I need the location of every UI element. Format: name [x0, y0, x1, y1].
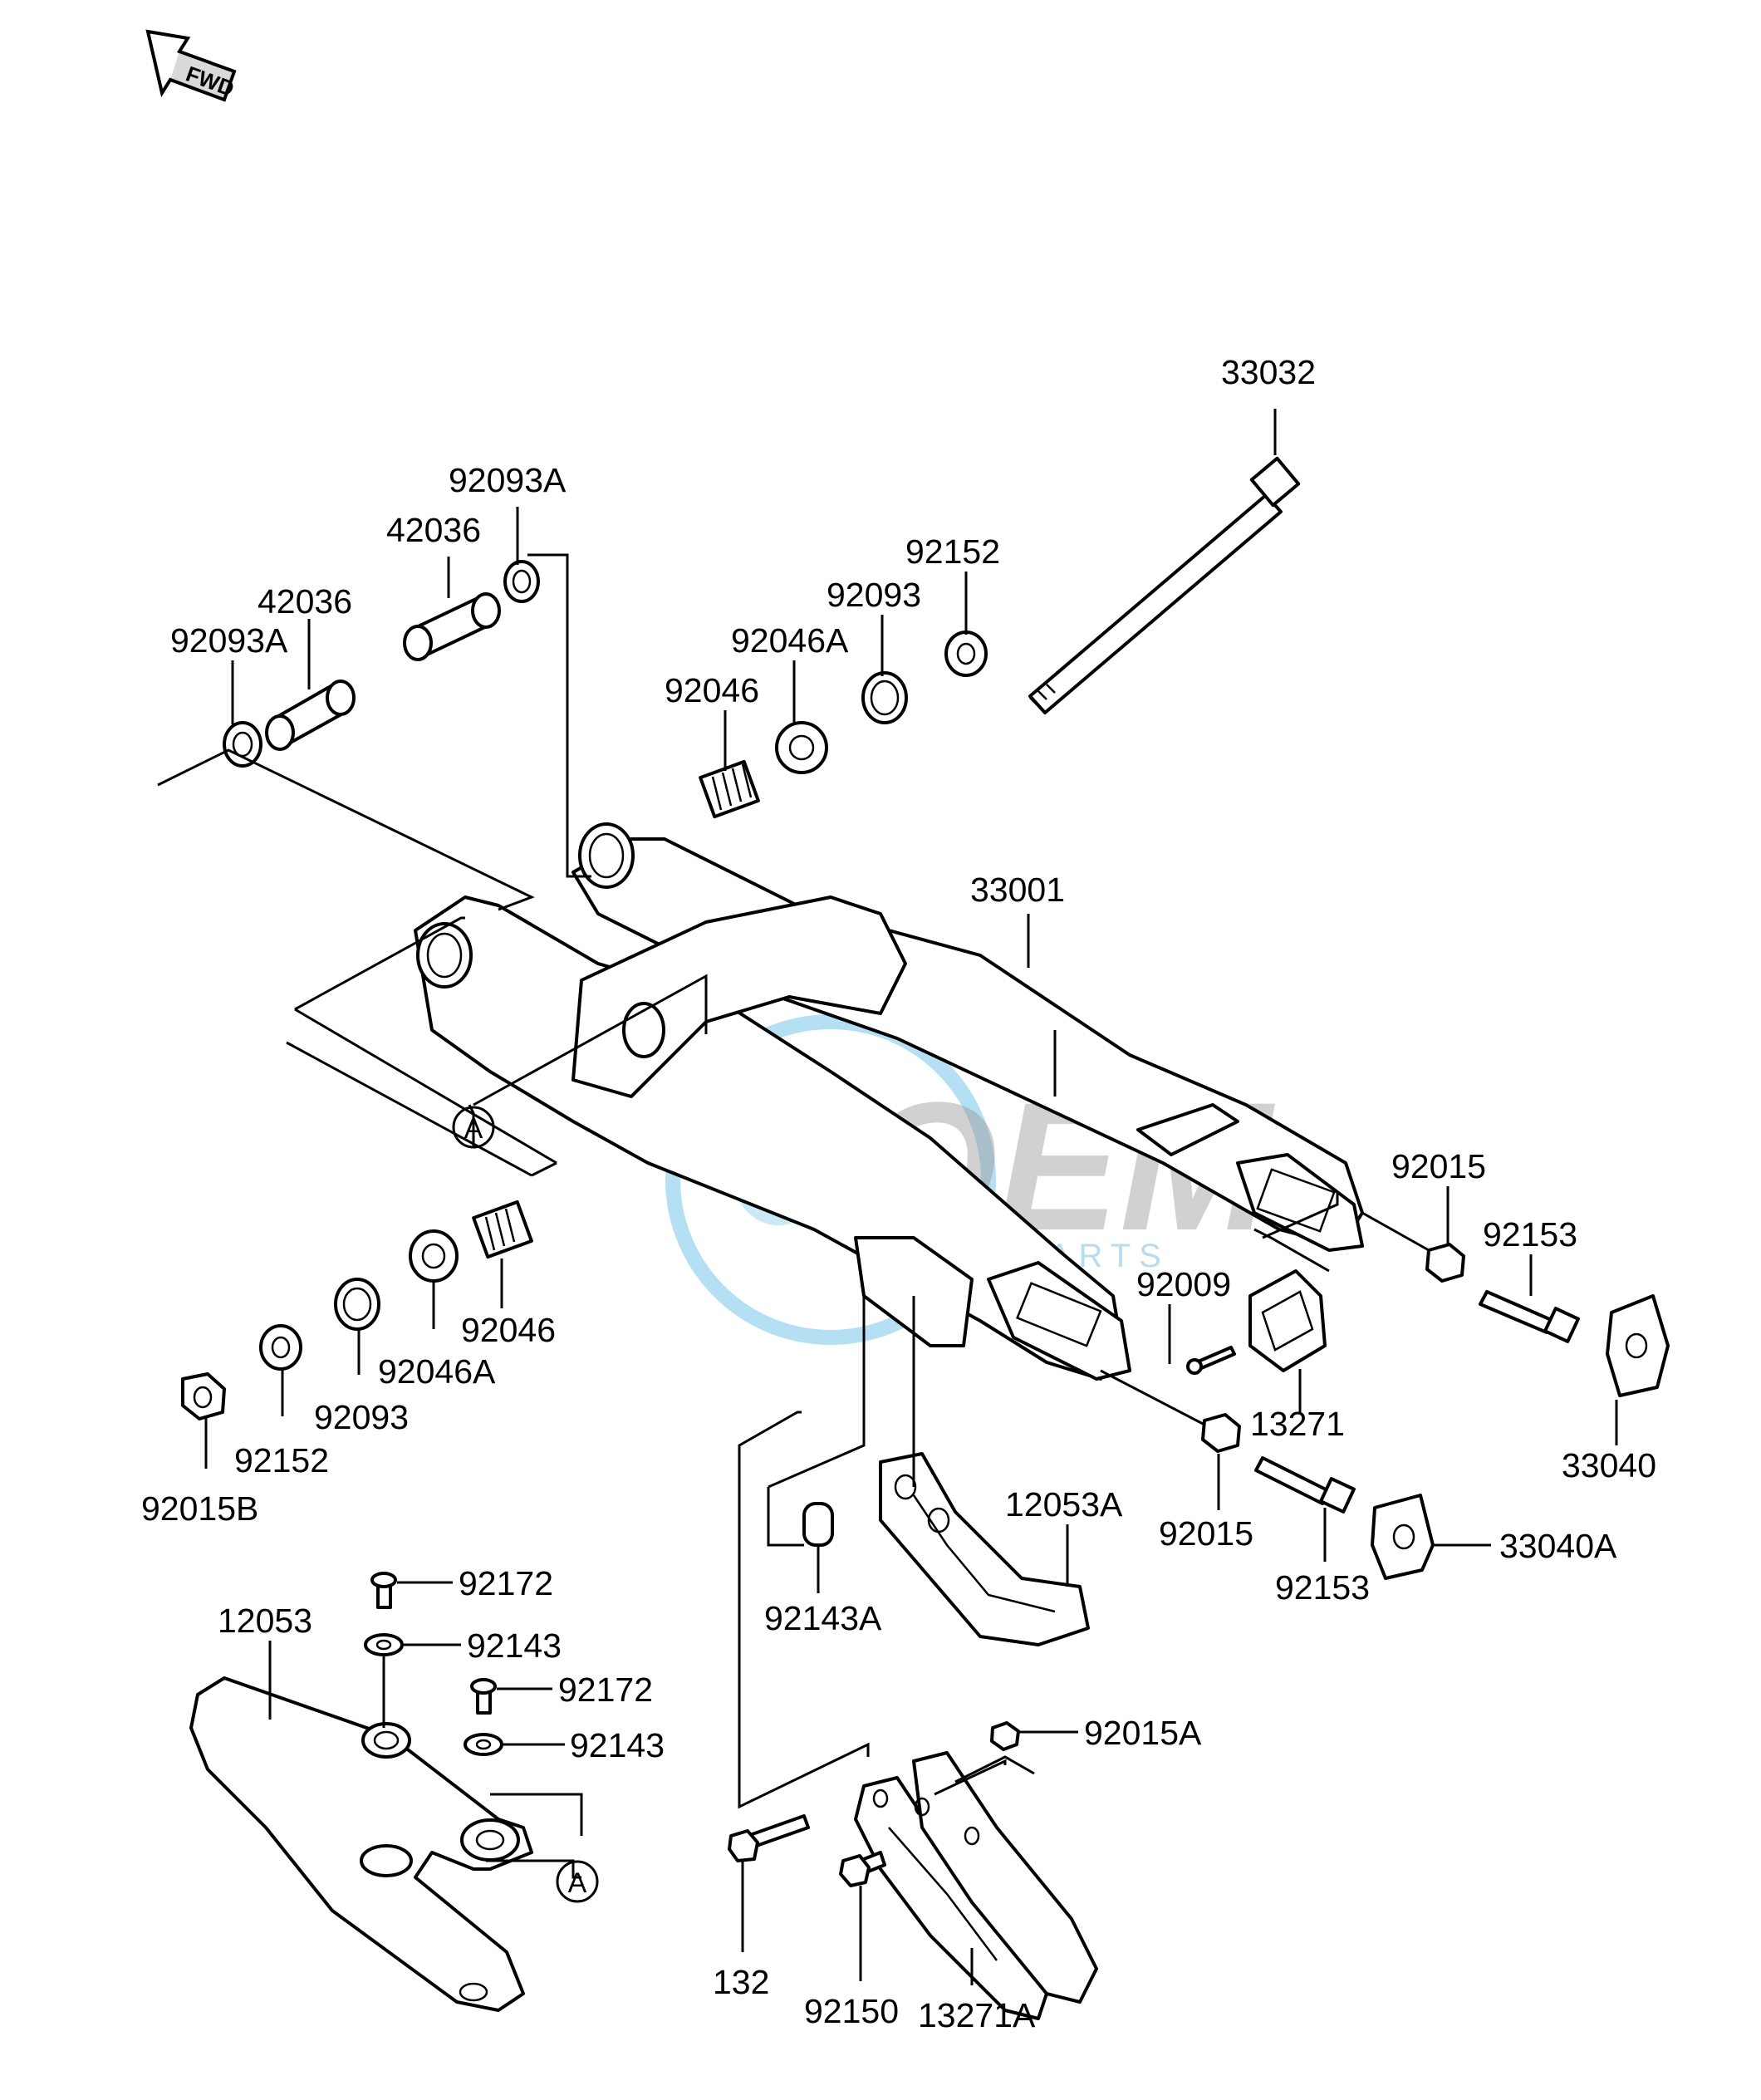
label-92015B: 92015B — [141, 1489, 258, 1528]
washer-92143-b — [464, 1733, 503, 1756]
label-33032: 33032 — [1221, 353, 1316, 391]
chain-guide-13271A — [728, 1721, 1098, 2020]
label-12053A: 12053A — [1005, 1485, 1123, 1523]
nut-92015-right — [1425, 1243, 1465, 1283]
block-33040 — [1606, 1294, 1670, 1397]
chain-guide-12053A — [802, 1452, 1090, 1646]
label-92172-a: 92172 — [459, 1564, 553, 1602]
label-42036-left: 42036 — [258, 582, 352, 621]
bolt-92153-right — [1479, 1290, 1555, 1334]
label-92152-mid: 92152 — [234, 1441, 329, 1479]
label-92093A-left: 92093A — [170, 621, 288, 660]
label-92015-low: 92015 — [1159, 1514, 1253, 1553]
callout-a-lower-letter: A — [568, 1867, 587, 1899]
bearing-92046-mid — [472, 1200, 533, 1259]
label-132: 132 — [713, 1963, 769, 2001]
label-92150: 92150 — [804, 1992, 899, 2030]
label-92093A-top: 92093A — [449, 461, 567, 499]
label-33040A: 33040A — [1499, 1527, 1617, 1565]
adjuster-hardware — [1186, 1243, 1670, 1580]
label-92143A: 92143A — [764, 1599, 882, 1637]
label-92093-top: 92093 — [827, 576, 921, 614]
nut-92015B — [181, 1372, 226, 1420]
label-13271A: 13271A — [918, 1996, 1036, 2034]
forward-arrow-icon: FWD — [145, 29, 238, 102]
pivot-parts-lower — [181, 1200, 533, 1420]
label-92152-top: 92152 — [905, 532, 1000, 571]
pivot-parts-upper — [223, 560, 988, 819]
nut-92015-low — [1201, 1413, 1241, 1453]
seal-92093A-left — [223, 721, 262, 768]
label-13271: 13271 — [1250, 1405, 1345, 1443]
chain-slider-12053 — [189, 1572, 533, 2012]
label-92046-top: 92046 — [665, 671, 759, 709]
label-33040: 33040 — [1562, 1446, 1656, 1484]
callout-a-upper-letter: A — [464, 1113, 483, 1145]
label-92046A-mid: 92046A — [378, 1352, 496, 1391]
label-12053: 12053 — [218, 1602, 312, 1640]
callout-a-lower: A — [556, 1860, 599, 1903]
collar-92143A — [802, 1502, 834, 1547]
label-92143-a: 92143 — [467, 1627, 562, 1665]
label-92172-b: 92172 — [558, 1671, 653, 1709]
label-92153-low: 92153 — [1275, 1568, 1370, 1607]
label-92046A-top: 92046A — [731, 621, 849, 660]
callout-a-upper: A — [452, 1106, 495, 1149]
label-92015A: 92015A — [1084, 1714, 1202, 1752]
watermark-globe-icon — [665, 1014, 996, 1345]
label-leaders — [204, 409, 1618, 1985]
collar-92152-mid — [259, 1324, 302, 1371]
label-33001: 33001 — [970, 871, 1065, 909]
part-labels: 33032 92093A 42036 42036 92093A 92152 92… — [141, 353, 1656, 2034]
plate-13271 — [1248, 1269, 1327, 1372]
label-92009: 92009 — [1136, 1265, 1231, 1303]
seal-92093-top — [861, 671, 908, 724]
seal-92046A-top — [775, 721, 828, 774]
bearing-92046-top — [699, 759, 760, 819]
label-92153-right: 92153 — [1483, 1215, 1577, 1254]
label-42036-top: 42036 — [386, 511, 481, 549]
nut-92015A — [990, 1721, 1020, 1751]
seal-92093A-top — [503, 560, 540, 603]
swingarm-33001 — [414, 822, 1364, 1381]
washer-92143-a — [364, 1633, 404, 1656]
label-92046-mid: 92046 — [461, 1311, 556, 1349]
block-33040A — [1371, 1494, 1435, 1580]
seal-92046A-mid — [409, 1229, 459, 1283]
seal-92093-mid — [334, 1278, 380, 1331]
collar-92152-top — [944, 630, 988, 677]
bolt-92153-low — [1254, 1456, 1331, 1505]
axle-33032 — [1028, 456, 1301, 714]
label-92093-mid: 92093 — [314, 1398, 409, 1436]
label-92143-b: 92143 — [570, 1726, 665, 1764]
label-92015-right: 92015 — [1391, 1147, 1486, 1185]
